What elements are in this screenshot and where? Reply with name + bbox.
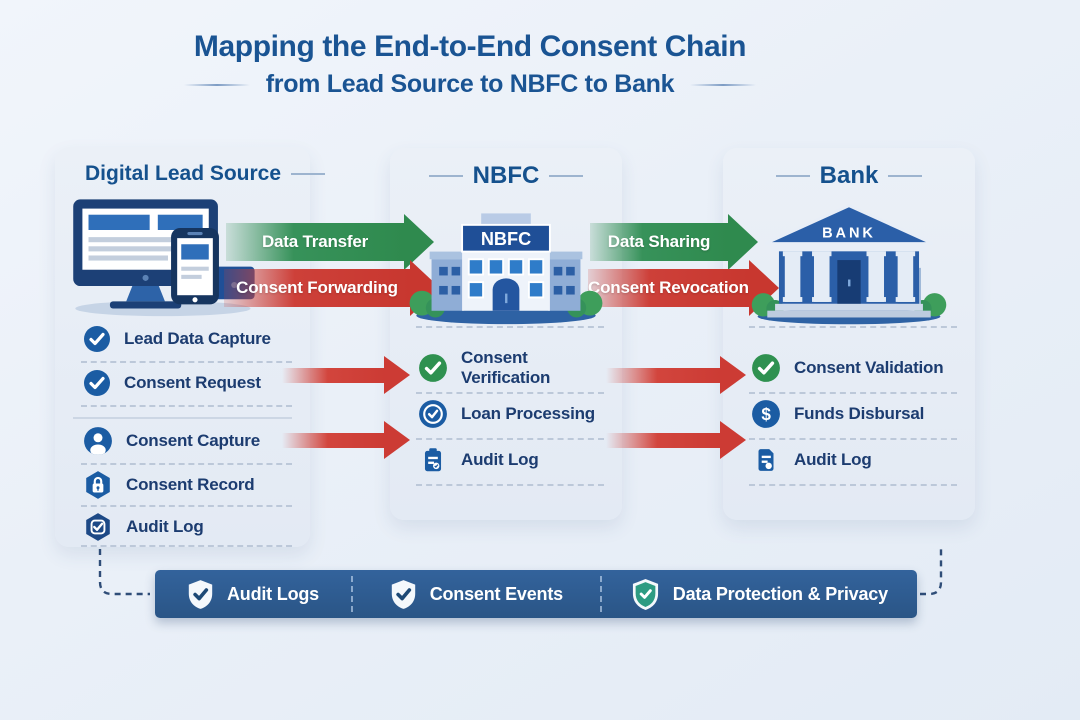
- red-arrow-consent-capture-to-audit: [282, 421, 410, 459]
- red-arrow-verification-to-validation: [606, 356, 746, 394]
- column-header-label: NBFC: [472, 162, 540, 189]
- list-item-consent-validation: Consent Validation: [723, 348, 961, 388]
- check-circle-green-icon: [752, 354, 780, 382]
- divider: [749, 484, 957, 486]
- subtitle-dash-left: [183, 83, 250, 86]
- list-item-label: Consent Verification: [461, 348, 551, 387]
- red-arrow-consent-request-to-verification: [282, 356, 410, 394]
- list-item-loan-processing: Loan Processing: [390, 394, 608, 434]
- clipboard-icon: [424, 448, 442, 472]
- shield-hexagon-icon: [86, 513, 110, 541]
- page-subtitle: from Lead Source to NBFC to Bank: [140, 70, 800, 99]
- check-circle-icon: [84, 326, 110, 352]
- svg-text:$: $: [761, 404, 771, 424]
- list-item-consent-request: Consent Request: [55, 363, 296, 403]
- desktop-and-phone-illustration: [73, 199, 255, 317]
- footer-item-audit-logs: Audit Logs: [155, 570, 351, 618]
- column-nbfc: NBFC NBFC: [390, 148, 622, 520]
- flow-arrow-label: Data Sharing: [590, 223, 728, 261]
- divider: [81, 463, 292, 465]
- column-header: Bank: [723, 162, 975, 190]
- group-divider: [73, 417, 292, 419]
- flow-arrow-consent-revocation: Consent Revocation: [588, 260, 779, 316]
- bank-sign-text: BANK: [822, 226, 876, 242]
- list-item-consent-verification: Consent Verification: [390, 348, 608, 388]
- list-item-label: Audit Log: [461, 450, 539, 469]
- footer-item-label: Consent Events: [429, 583, 563, 604]
- column-digital-lead-source: Digital Lead Source: [55, 147, 326, 547]
- header-dash: [888, 175, 923, 177]
- list-item-lead-data-capture: Lead Data Capture: [55, 319, 296, 359]
- shield-check-icon: [188, 579, 213, 609]
- arrow-head: [720, 421, 746, 459]
- dollar-circle-icon: $: [752, 400, 780, 428]
- shield-check-green-icon: [632, 578, 658, 610]
- column-bank: Bank BANK: [723, 148, 975, 520]
- page-subtitle-text: from Lead Source to NBFC to Bank: [265, 70, 675, 98]
- red-arrow-processing-to-audit: [606, 421, 746, 459]
- title-block: Mapping the End-to-End Consent Chain fro…: [140, 30, 800, 99]
- check-ring-icon: [419, 400, 447, 428]
- divider: [749, 326, 957, 328]
- lock-hexagon-icon: [86, 471, 110, 499]
- list-item-label: Consent Record: [126, 475, 255, 494]
- flow-arrow-label: Consent Revocation: [588, 269, 749, 307]
- list-item-label: Consent Validation: [794, 358, 944, 377]
- divider: [81, 405, 292, 407]
- footer-item-label: Audit Logs: [226, 583, 319, 604]
- list-item-label: Funds Disbursal: [794, 404, 925, 423]
- list-item-audit-log: Audit Log: [55, 507, 296, 547]
- footer-bar: Audit Logs Consent Events Data Protectio…: [155, 570, 917, 618]
- divider: [416, 326, 604, 328]
- list-item-label: Audit Log: [126, 517, 204, 536]
- footer-separator: [350, 576, 353, 612]
- shield-check-icon: [391, 579, 415, 609]
- list-item-label: Consent Request: [124, 373, 261, 392]
- list-item-label: Lead Data Capture: [124, 329, 271, 348]
- list-item-label: Consent Capture: [126, 431, 260, 450]
- divider: [416, 392, 604, 394]
- check-circle-green-icon: [419, 354, 447, 382]
- divider: [749, 392, 957, 394]
- footer-item-consent-events: Consent Events: [353, 570, 600, 618]
- list-item-consent-record: Consent Record: [55, 465, 296, 505]
- flow-arrow-data-sharing: Data Sharing: [590, 214, 758, 270]
- arrow-head: [384, 421, 410, 459]
- divider: [416, 438, 604, 440]
- footer-item-data-protection: Data Protection & Privacy: [602, 570, 917, 618]
- column-header: NBFC: [390, 162, 622, 190]
- list-item-funds-disbursal: $ Funds Disbursal: [723, 394, 961, 434]
- divider: [81, 505, 292, 507]
- arrow-head: [384, 356, 410, 394]
- flow-arrow-label: Data Transfer: [226, 223, 404, 261]
- divider: [81, 545, 292, 547]
- document-icon: [758, 449, 774, 471]
- column-header: Digital Lead Source: [85, 162, 326, 186]
- arrow-head: [720, 356, 746, 394]
- footer-separator: [599, 576, 602, 612]
- nbfc-building-illustration: NBFC: [409, 213, 603, 325]
- subtitle-dash-right: [690, 83, 757, 86]
- divider: [416, 484, 604, 486]
- divider: [749, 438, 957, 440]
- header-dash: [549, 175, 584, 177]
- header-dash: [428, 175, 463, 177]
- nbfc-sign-text: NBFC: [481, 229, 531, 249]
- column-header-label: Bank: [819, 162, 879, 189]
- divider: [81, 361, 292, 363]
- list-item-audit-log: Audit Log: [723, 440, 961, 480]
- list-item-consent-capture: Consent Capture: [55, 421, 296, 461]
- page-title: Mapping the End-to-End Consent Chain: [193, 30, 747, 63]
- bank-building-illustration: BANK: [751, 204, 947, 325]
- list-item-label: Audit Log: [794, 450, 872, 469]
- footer-item-label: Data Protection & Privacy: [672, 583, 888, 604]
- flow-arrow-label: Consent Forwarding: [224, 269, 410, 307]
- list-item-audit-log: Audit Log: [390, 440, 608, 480]
- user-circle-icon: [84, 427, 112, 455]
- list-item-label: Loan Processing: [461, 404, 595, 423]
- check-circle-icon: [84, 370, 110, 396]
- header-dash: [775, 175, 810, 177]
- column-header-label: Digital Lead Source: [85, 162, 282, 185]
- header-dash: [291, 173, 326, 175]
